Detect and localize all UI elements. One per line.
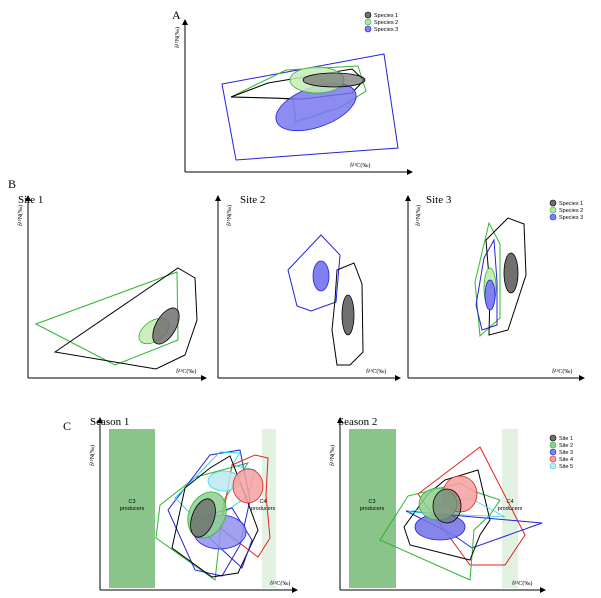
panel-c-season2-c4-sublabel: producers (498, 506, 523, 512)
panel-c-season2-site4-hull (417, 446, 526, 566)
legend-swatch-species1 (364, 11, 372, 19)
panel-b-site1-y-label: δ¹⁵N(‰) (17, 205, 24, 226)
legend-label-species1: Species 1 (559, 201, 583, 207)
panel-b-site3-y-label: δ¹⁵N(‰) (415, 205, 422, 226)
panel-c-season2-site1-ellipse (432, 488, 462, 524)
legend-swatch-species2 (549, 206, 557, 214)
panel-b-legend: Species 1 Species 2 Species 3 (549, 199, 583, 221)
panel-b-site2-y-label: δ¹⁵N(‰) (226, 205, 233, 226)
panel-b-site1: Site 1 δ¹⁵N(‰) δ¹³C(‰) (17, 194, 207, 381)
panel-c-season1: Season 1 C3 producers C4 producers δ¹⁵N(… (89, 416, 298, 593)
panel-b-letter: B (8, 177, 16, 191)
legend-label-species3: Species 3 (559, 215, 583, 221)
panel-c-season1-c4-label: C4 (259, 499, 266, 505)
panel-c-legend: Site 1 Site 2 Site 3 Site 4 Site 5 (549, 434, 573, 470)
panel-b-site2-species3-ellipse (312, 260, 330, 292)
legend-swatch-site5 (549, 462, 557, 470)
legend-label-site3: Site 3 (559, 450, 573, 456)
panel-b-site1-species1-ellipse (152, 307, 180, 345)
legend-swatch-site3 (549, 448, 557, 456)
panel-c-season1-c3-sublabel: producers (120, 506, 145, 512)
panel-b-site2-species1-ellipse (341, 294, 355, 336)
legend-label-species3: Species 3 (374, 27, 398, 33)
panel-c-season1-title: Season 1 (90, 416, 129, 428)
panel-b-site2-species3-hull (287, 234, 341, 312)
legend-swatch-species3 (364, 25, 372, 33)
legend-label-species1: Species 1 (374, 13, 398, 19)
panel-c-season2-c4-label: C4 (506, 499, 513, 505)
panel-a-legend: Species 1 Species 2 Species 3 (364, 11, 398, 33)
panel-b-site2-species1-hull (331, 262, 364, 366)
legend-label-site1: Site 1 (559, 436, 573, 442)
panel-b-site3-species3-hull (475, 238, 498, 331)
legend-swatch-species1 (549, 199, 557, 207)
panel-a-letter: A (172, 8, 181, 22)
panel-c-season1-site3-hull (167, 449, 251, 577)
legend-label-site4: Site 4 (559, 457, 573, 463)
panel-b-site3-species2-hull (474, 221, 501, 338)
panel-c-season1-site1-ellipse (190, 498, 216, 538)
panel-c-season2-c3-sublabel: producers (360, 506, 385, 512)
panel-b-site3-x-label: δ¹³C(‰) (552, 368, 572, 375)
panel-b-site2-title: Site 2 (240, 194, 265, 206)
panel-c-season1-c4-band (262, 429, 276, 588)
legend-swatch-site1 (549, 434, 557, 442)
legend-label-species2: Species 2 (559, 208, 583, 214)
panel-a: A δ¹⁵N(‰) δ¹³C(‰) Species 1 Species 2 Sp… (172, 8, 413, 175)
panel-b: B Site 1 δ¹⁵N(‰) δ¹³C(‰) Site 2 δ¹⁵N(‰) … (8, 177, 585, 381)
panel-b-site2-x-label: δ¹³C(‰) (366, 368, 386, 375)
legend-label-site5: Site 5 (559, 464, 573, 470)
legend-swatch-site4 (549, 455, 557, 463)
panel-c-season1-c4-sublabel: producers (251, 506, 276, 512)
legend-label-species2: Species 2 (374, 20, 398, 26)
panel-c-season1-y-label: δ¹⁵N(‰) (89, 445, 96, 466)
panel-b-site1-species2-hull (34, 271, 179, 366)
panel-c-season1-site2-hull (155, 462, 250, 581)
panel-c-season1-x-label: δ¹³C(‰) (270, 580, 290, 587)
panel-c-season2-c3-band (349, 429, 396, 588)
legend-swatch-species2 (364, 18, 372, 26)
legend-label-site2: Site 2 (559, 443, 573, 449)
panel-c-letter: C (63, 419, 71, 433)
panel-a-x-label: δ¹³C(‰) (350, 162, 370, 169)
panel-b-site3-species1-ellipse (503, 252, 519, 294)
panel-c-season1-site4-ellipse (232, 468, 264, 504)
panel-b-site2: Site 2 δ¹⁵N(‰) δ¹³C(‰) (215, 194, 401, 381)
panel-b-site1-title: Site 1 (18, 194, 43, 206)
panel-b-site1-species1-hull (53, 267, 198, 370)
panel-c-season2-y-label: δ¹⁵N(‰) (329, 445, 336, 466)
legend-swatch-species3 (549, 213, 557, 221)
panel-b-site3-species3-ellipse (484, 279, 496, 311)
panel-c-season2-c4-band (502, 429, 518, 588)
panel-c-season2: Season 2 C3 producers C4 producers δ¹⁵N(… (329, 416, 573, 593)
panel-c-season2-c3-label: C3 (368, 499, 375, 505)
panel-c-season1-c3-band (109, 429, 155, 588)
panel-b-site1-x-label: δ¹³C(‰) (176, 368, 196, 375)
panel-a-species3-hull (221, 53, 399, 161)
panel-a-y-label: δ¹⁵N(‰) (174, 27, 181, 48)
panel-a-species1-ellipse (302, 72, 366, 88)
panel-c: C Season 1 C3 producers C4 producers δ¹⁵… (63, 416, 573, 593)
panel-c-season1-c3-label: C3 (128, 499, 135, 505)
panel-c-season2-title: Season 2 (338, 416, 377, 428)
panel-c-season2-x-label: δ¹³C(‰) (512, 580, 532, 587)
panel-b-site3-title: Site 3 (426, 194, 452, 206)
panel-b-site3: Site 3 δ¹⁵N(‰) δ¹³C(‰) Species 1 Species… (405, 194, 585, 381)
legend-swatch-site2 (549, 441, 557, 449)
